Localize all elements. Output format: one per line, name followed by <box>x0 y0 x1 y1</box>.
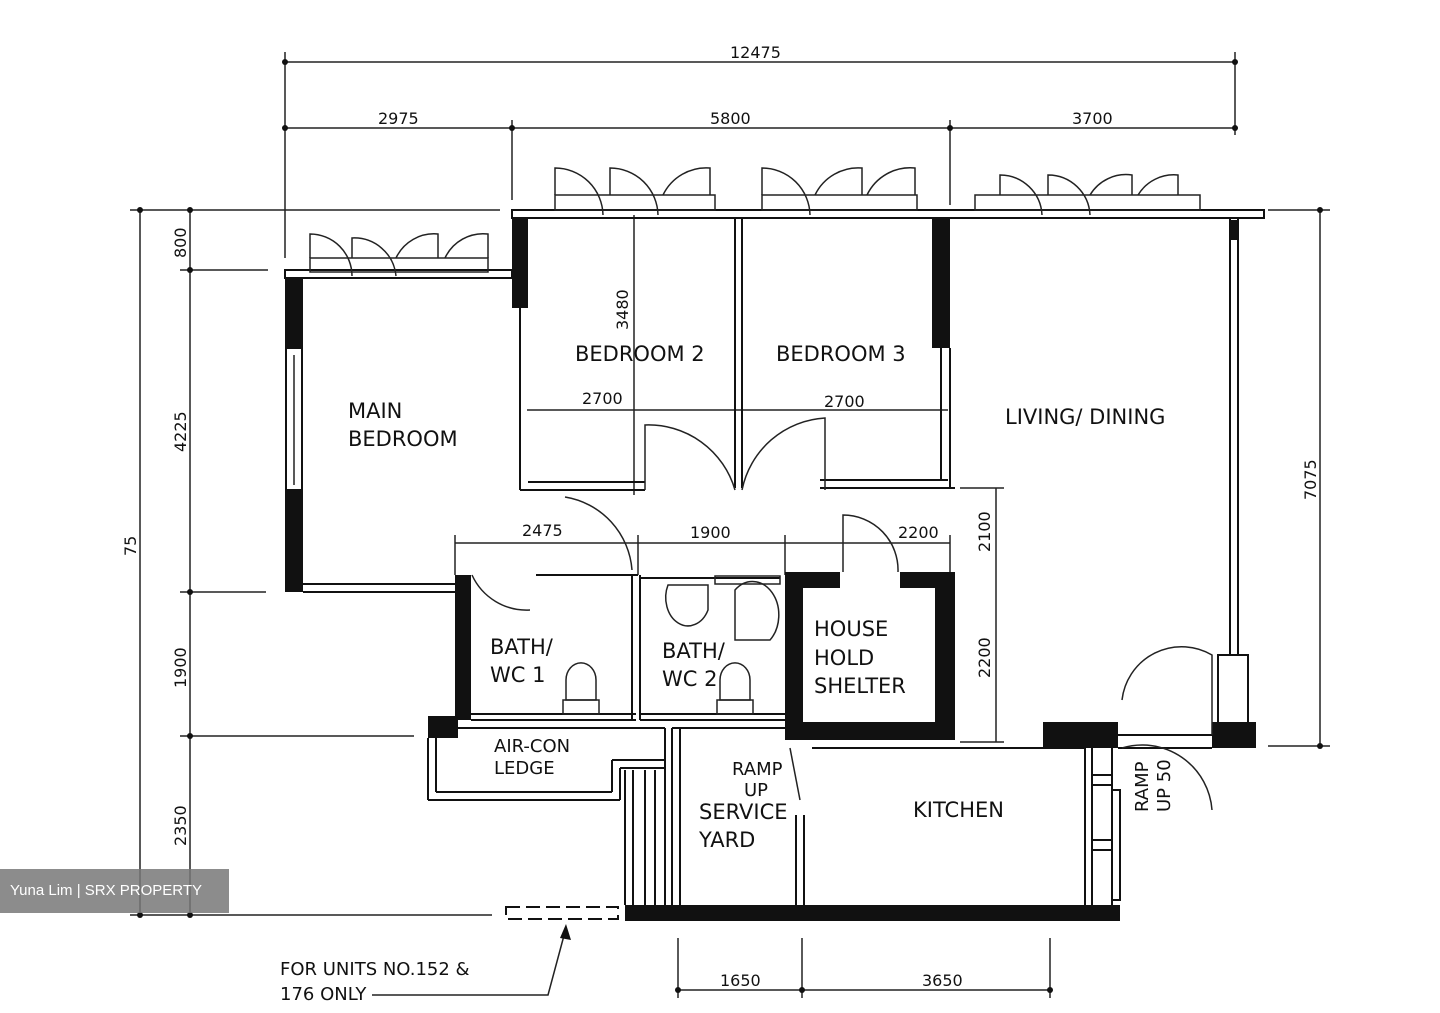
dim-3480: 3480 <box>613 289 632 330</box>
dim-left-a: 800 <box>171 227 190 258</box>
windows <box>309 167 1201 277</box>
dimension-lines <box>130 52 1330 998</box>
ramp2-label-2: UP 50 <box>1154 759 1175 812</box>
doors <box>471 417 1213 811</box>
ramp-label-1: RAMP <box>732 759 783 780</box>
shelter-label-2: HOLD <box>814 646 874 670</box>
bedroom2-label: BEDROOM 2 <box>575 342 705 366</box>
note-line-1: FOR UNITS NO.152 & <box>280 959 470 980</box>
bath1-label-1: BATH/ <box>490 635 554 659</box>
main-bedroom-label-1: MAIN <box>348 399 402 423</box>
service-yard-label-2: YARD <box>698 828 755 852</box>
kitchen-label: KITCHEN <box>913 798 1004 822</box>
bath2-label-1: BATH/ <box>662 639 726 663</box>
bath2-label-2: WC 2 <box>662 667 717 691</box>
dim-2475: 2475 <box>522 521 563 540</box>
dim-bottom-a: 1650 <box>720 971 761 990</box>
main-bedroom-label-2: BEDROOM <box>348 427 458 451</box>
dim-bottom-b: 3650 <box>922 971 963 990</box>
dim-left-b: 4225 <box>171 411 190 452</box>
ramp-label-2: UP <box>744 780 768 801</box>
fixtures <box>562 575 781 715</box>
dim-1900: 1900 <box>690 523 731 542</box>
service-yard-label-1: SERVICE <box>699 800 788 824</box>
aircon-label-1: AIR-CON <box>494 736 570 757</box>
room-labels: MAIN BEDROOM BEDROOM 2 BEDROOM 3 LIVING/… <box>348 342 1175 852</box>
units-note: FOR UNITS NO.152 & 176 ONLY <box>280 924 571 1005</box>
dim-top-total: 12475 <box>730 43 781 62</box>
note-line-2: 176 ONLY <box>280 984 367 1005</box>
dim-2100: 2100 <box>975 511 994 552</box>
dim-top-a: 2975 <box>378 109 419 128</box>
watermark: Yuna Lim | SRX PROPERTY <box>0 869 229 913</box>
shelter-label-3: SHELTER <box>814 674 906 698</box>
dim-right-total: 7075 <box>1301 459 1320 500</box>
shelter-label-1: HOUSE <box>814 617 888 641</box>
dim-left-total: 75 <box>121 536 140 556</box>
dim-2700-a: 2700 <box>582 389 623 408</box>
dimension-labels: 12475 2975 5800 3700 800 4225 1900 2350 … <box>121 43 1320 990</box>
dim-top-b: 5800 <box>710 109 751 128</box>
living-dining-label: LIVING/ DINING <box>1005 405 1165 429</box>
dim-left-c: 1900 <box>171 647 190 688</box>
dim-2700-b: 2700 <box>824 392 865 411</box>
bedroom3-label: BEDROOM 3 <box>776 342 906 366</box>
dim-top-c: 3700 <box>1072 109 1113 128</box>
dim-2200: 2200 <box>898 523 939 542</box>
ramp2-label-1: RAMP <box>1132 761 1153 812</box>
walls <box>284 209 1265 921</box>
bath1-label-2: WC 1 <box>490 663 545 687</box>
dim-left-d: 2350 <box>171 805 190 846</box>
aircon-label-2: LEDGE <box>494 758 555 779</box>
dim-2200-v: 2200 <box>975 637 994 678</box>
